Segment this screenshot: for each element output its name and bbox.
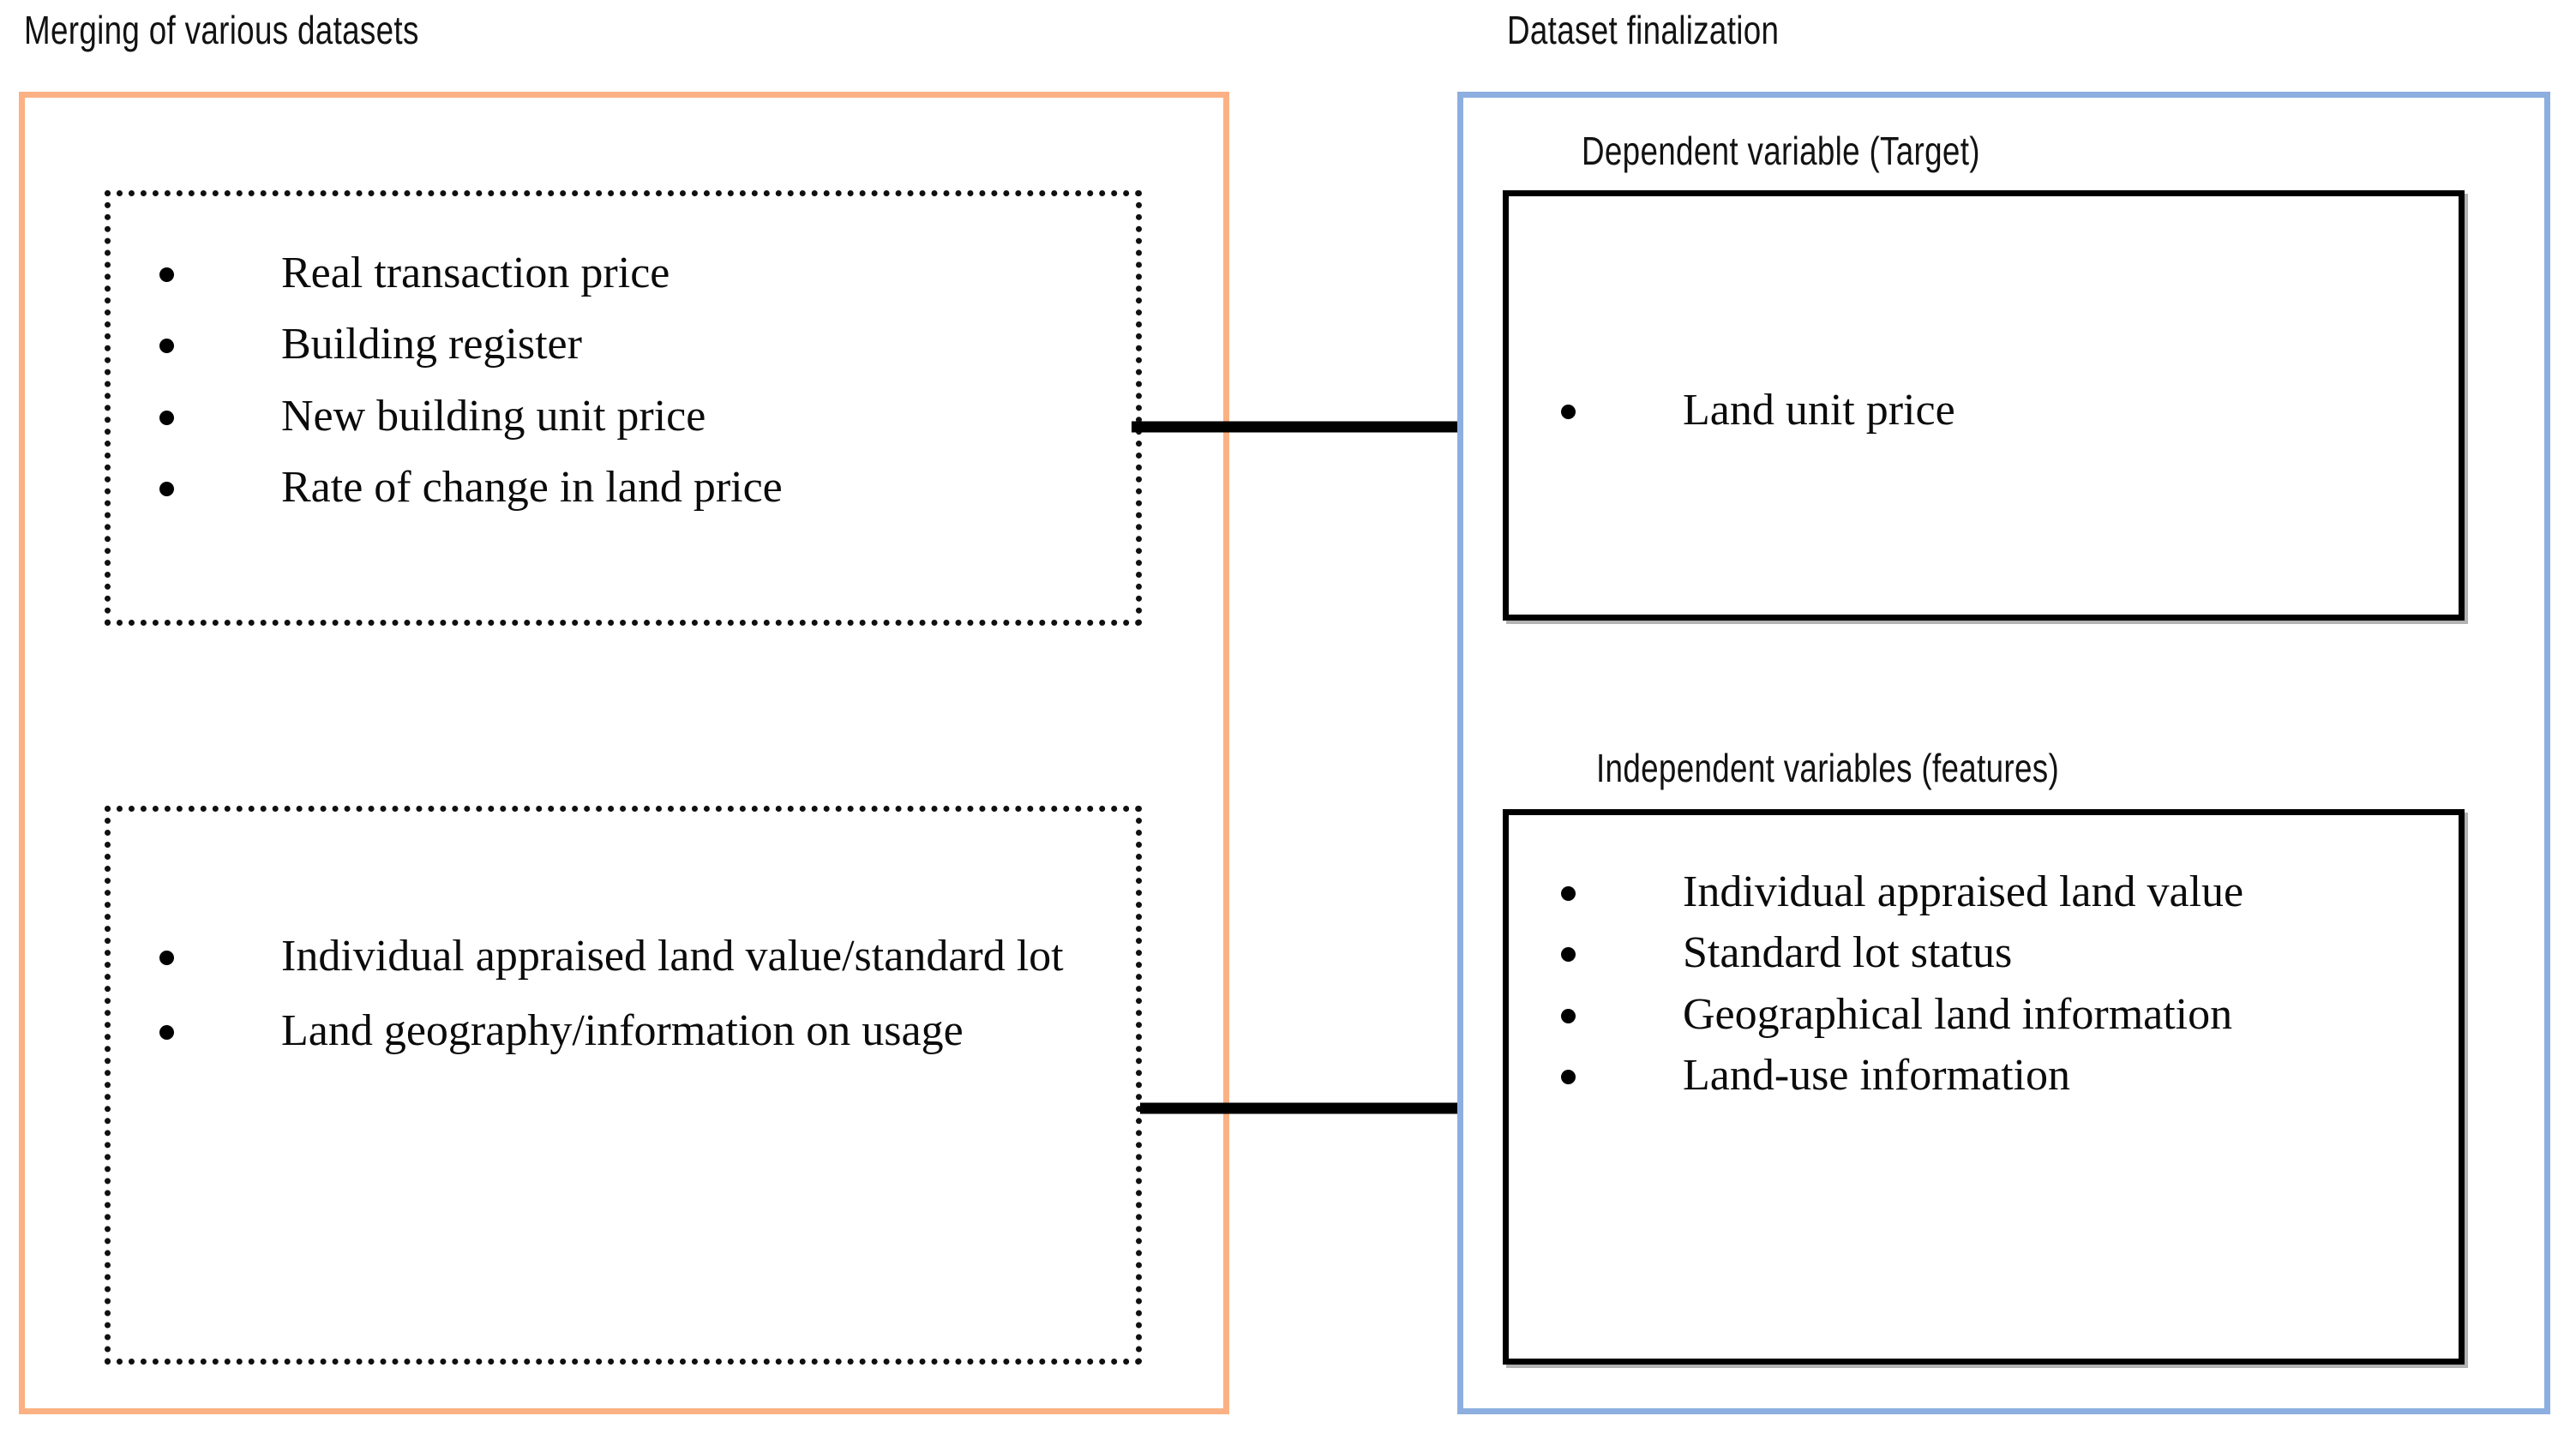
list-item: Rate of change in land price (120, 461, 1072, 513)
list-item-label: Land unit price (1683, 386, 1955, 435)
bullet-icon (159, 410, 174, 425)
dependent-variable-caption: Dependent variable (Target) (1582, 129, 1980, 173)
list-item-label: Land geography/information on usage (281, 1006, 964, 1056)
bullet-icon (1561, 1069, 1576, 1084)
bullet-icon (1561, 1008, 1576, 1023)
bullet-icon (159, 339, 174, 354)
list-item: Land geography/information on usage (120, 1005, 1089, 1057)
bullet-icon (1561, 885, 1576, 901)
target-box-dependent-variable (1503, 190, 2465, 621)
list-item: Land-use information (1522, 1049, 2430, 1101)
bullet-icon (1561, 947, 1576, 963)
list-item: Real transaction price (120, 247, 1072, 299)
list-item: Individual appraised land value/standard… (120, 930, 1089, 982)
source-secondary-list: Individual appraised land value/standard… (120, 930, 1089, 1080)
bullet-icon (1561, 404, 1576, 419)
list-item: Standard lot status (1522, 927, 2430, 979)
list-item: New building unit price (120, 390, 1072, 442)
bullet-icon (159, 267, 174, 282)
source-primary-list: Real transaction price Building register… (120, 247, 1072, 532)
list-item-label: Geographical land information (1683, 989, 2233, 1039)
bullet-icon (159, 950, 174, 965)
dependent-variable-list: Land unit price (1522, 384, 2430, 436)
list-item-label: Land-use information (1683, 1051, 2070, 1101)
bullet-icon (159, 1025, 174, 1041)
panel-merging-of-datasets (19, 92, 1229, 1414)
list-item-label: Building register (281, 320, 582, 369)
right-panel-caption: Dataset finalization (1507, 8, 1780, 52)
list-item: Land unit price (1522, 384, 2430, 436)
independent-variables-list: Individual appraised land value Standard… (1522, 866, 2430, 1110)
list-item-label: New building unit price (281, 391, 706, 441)
list-item: Individual appraised land value (1522, 866, 2430, 918)
list-item-label: Standard lot status (1683, 928, 2013, 978)
list-item-label: Rate of change in land price (281, 463, 783, 513)
independent-variables-caption: Independent variables (features) (1596, 746, 2060, 790)
list-item-label: Individual appraised land value/standard… (281, 932, 1064, 981)
list-item-label: Real transaction price (281, 249, 670, 297)
source-box-secondary (105, 806, 1142, 1365)
left-panel-caption: Merging of various datasets (24, 8, 419, 52)
bullet-icon (159, 481, 174, 496)
list-item: Geographical land information (1522, 988, 2430, 1041)
list-item: Building register (120, 318, 1072, 370)
target-box-independent-variables (1503, 809, 2465, 1365)
source-box-primary (105, 190, 1142, 626)
list-item-label: Individual appraised land value (1683, 867, 2244, 916)
